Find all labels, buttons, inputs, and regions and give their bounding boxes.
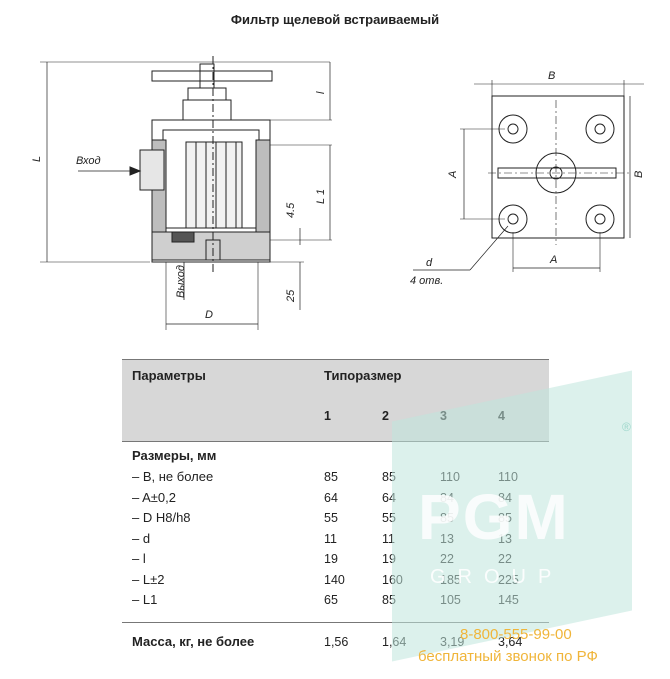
page-title: Фильтр щелевой встраиваемый: [230, 12, 440, 27]
row-value: 19: [382, 552, 396, 566]
dim-A-bottom-label: A: [549, 254, 557, 266]
inlet-label: Вход: [76, 155, 101, 167]
row-label: – D H8/h8: [132, 510, 191, 525]
mass-value: 3,64: [498, 635, 523, 649]
row-value: 160: [382, 572, 403, 587]
row-value: 140: [324, 572, 345, 587]
row-label: – B, не более: [132, 469, 214, 484]
mass-value: 3,19: [440, 635, 465, 649]
row-value: 85: [440, 511, 454, 525]
row-value: 13: [498, 531, 512, 546]
dim-B-right-label: B: [633, 171, 645, 178]
row-value: 22: [440, 552, 454, 566]
row-value: 65: [324, 593, 338, 607]
row-value: 11: [324, 531, 337, 546]
dim-l-label: l: [315, 91, 327, 94]
plan-view-flange: [491, 95, 625, 239]
dim-D-label: D: [205, 309, 213, 321]
row-value: 110: [440, 470, 460, 484]
inlet-port: [139, 149, 165, 191]
mass-label: Масса, кг, не более: [132, 634, 255, 649]
row-value: 85: [498, 511, 512, 525]
row-value: 185: [440, 572, 461, 587]
dim-L1-label: L 1: [315, 189, 327, 204]
row-label: – L±2: [132, 571, 165, 587]
section-heading: Размеры, мм: [132, 448, 217, 463]
row-value: 11: [382, 531, 395, 546]
row-value: 84: [498, 490, 512, 505]
row-value: 55: [382, 511, 396, 525]
mass-value: 1,56: [324, 635, 349, 649]
row-value: 19: [324, 552, 338, 566]
size-header: 3: [440, 409, 447, 423]
size-header: 2: [382, 409, 389, 423]
row-value: 225: [498, 572, 519, 587]
row-value: 110: [498, 470, 518, 484]
watermark-free-call: бесплатный звонок по РФ: [418, 648, 598, 665]
row-value: 145: [498, 593, 519, 607]
dim-25-label: 25: [285, 289, 297, 303]
dim-B-top-label: B: [548, 70, 555, 82]
row-label: – d: [132, 530, 151, 546]
filter-element: [185, 141, 243, 229]
outlet-label: Выход: [175, 265, 187, 298]
row-label: – l: [132, 551, 146, 566]
technical-drawing: Вход Выход L l L 1 4.5 25 D B B A A d 4 …: [31, 56, 645, 330]
mass-value: 1,64: [382, 635, 407, 649]
row-value: 13: [440, 531, 454, 546]
handle-stem: [199, 63, 215, 89]
size-header: 1: [324, 409, 331, 423]
dim-d-label: d: [426, 257, 433, 269]
handle-bar: [151, 70, 273, 82]
row-value: 55: [324, 511, 338, 525]
col-params-header: Параметры: [132, 368, 206, 383]
size-header: 4: [498, 409, 505, 423]
col-size-header: Типоразмер: [324, 368, 402, 383]
dim-45-label: 4.5: [285, 202, 297, 218]
dim-L-label: L: [31, 156, 43, 162]
row-value: 22: [498, 552, 512, 566]
holes-label: 4 отв.: [410, 275, 443, 287]
watermark-registered-mark: ®: [622, 420, 631, 434]
row-label: – L1: [132, 592, 158, 607]
row-value: 85: [382, 593, 396, 607]
row-value: 64: [382, 490, 396, 505]
dim-A-left-label: A: [447, 171, 459, 179]
row-value: 85: [382, 470, 396, 484]
row-value: 64: [324, 490, 338, 505]
row-value: 105: [440, 593, 461, 607]
row-value: 84: [440, 490, 454, 505]
row-value: 85: [324, 470, 338, 484]
row-label: – A±0,2: [132, 489, 177, 505]
